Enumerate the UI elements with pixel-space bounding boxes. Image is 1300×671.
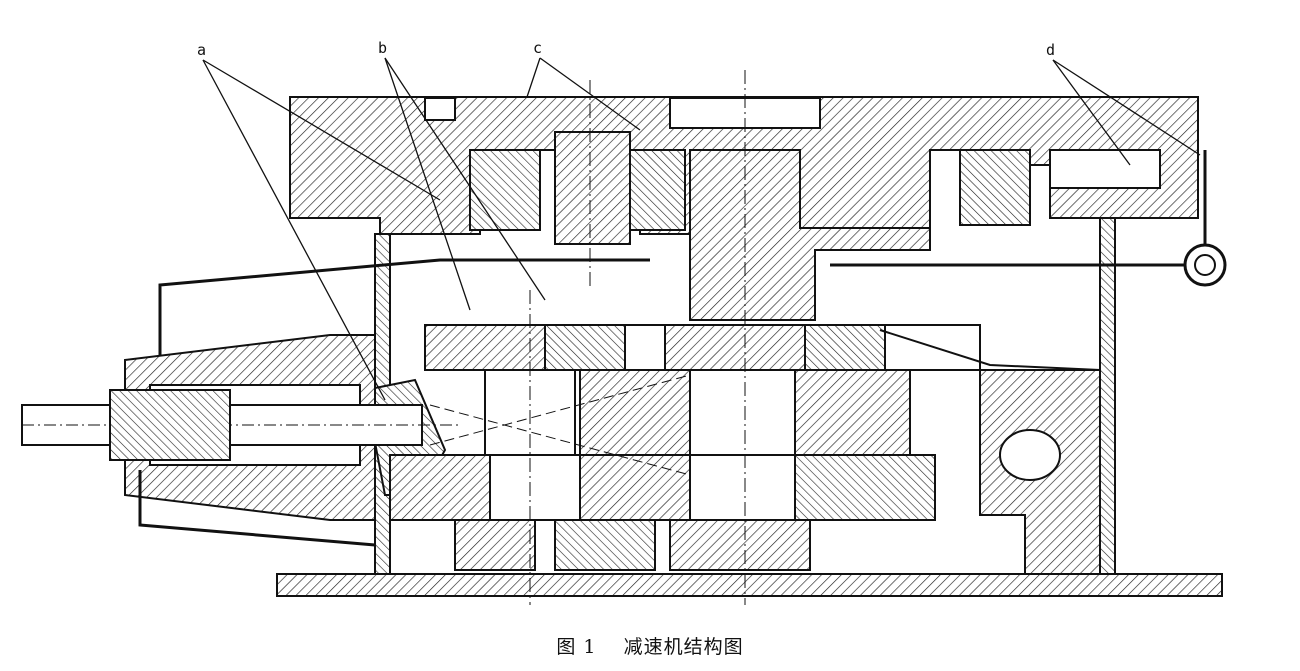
figure-caption: 图 1 减速机结构图	[0, 632, 1300, 659]
callout-d: d	[1046, 41, 1055, 59]
callout-b: b	[378, 39, 387, 57]
oil-pipe	[158, 258, 650, 355]
callout-a: a	[197, 41, 206, 59]
callout-c: c	[533, 39, 542, 57]
figure-number: 图 1	[556, 636, 597, 658]
base-plate	[276, 573, 1223, 597]
callout-leaders	[202, 57, 1201, 401]
output-shaft-housing	[689, 149, 931, 321]
figure-title: 减速机结构图	[623, 636, 744, 658]
